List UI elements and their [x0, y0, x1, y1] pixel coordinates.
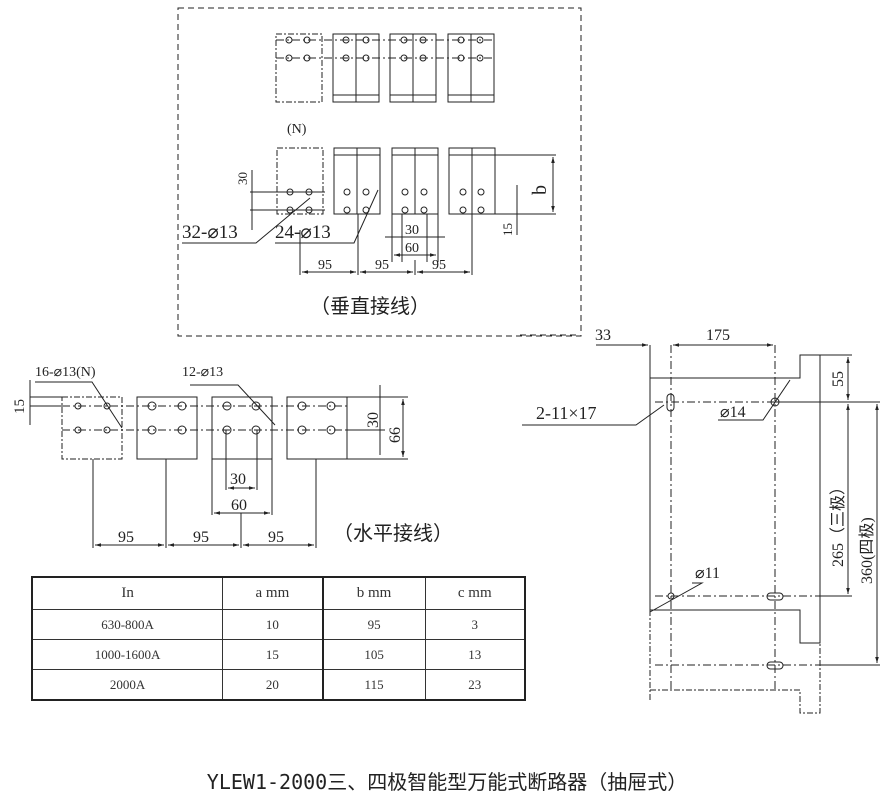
h-dim-30-bottom: 30	[230, 471, 246, 488]
cell: 20	[222, 669, 324, 701]
header-c: c mm	[424, 576, 526, 610]
vertical-wiring-label: （垂直接线）	[310, 295, 430, 318]
holes-n-label: 32-⌀13	[182, 222, 238, 243]
h-dim-66: 66	[387, 427, 404, 443]
h-pitch-3: 95	[268, 529, 284, 546]
hole-14-label: ⌀14	[720, 404, 746, 421]
h-holes-n-label: 16-⌀13(N)	[35, 365, 96, 380]
cell: 115	[321, 669, 426, 701]
hole-11-label: ⌀11	[695, 565, 720, 582]
bottom-terminals	[182, 147, 556, 275]
table-header-row: In a mm b mm c mm	[31, 576, 526, 610]
neutral-label: (N)	[287, 122, 307, 137]
pitch-3: 95	[432, 258, 446, 273]
h-pitch-2: 95	[193, 529, 209, 546]
cell: 1000-1600A	[31, 639, 224, 670]
table-row: 630-800A 10 95 3	[31, 609, 526, 640]
dim-30-left: 30	[235, 172, 250, 185]
table-row: 2000A 20 115 23	[31, 669, 526, 701]
dim-55: 55	[830, 371, 847, 387]
table-row: 1000-1600A 15 105 13	[31, 639, 526, 670]
cell: 3	[424, 609, 526, 640]
top-terminals	[275, 33, 495, 103]
cell: 95	[321, 609, 426, 640]
horizontal-terminals	[29, 380, 408, 548]
cell: 23	[424, 669, 526, 701]
horizontal-wiring-label: （水平接线）	[333, 522, 453, 545]
h-dim-15: 15	[12, 399, 28, 414]
cell: 630-800A	[31, 609, 224, 640]
dim-b: b	[529, 185, 551, 195]
pitch-1: 95	[318, 258, 332, 273]
h-pitch-1: 95	[118, 529, 134, 546]
h-dim-60: 60	[231, 497, 247, 514]
vertical-wiring-frame	[177, 7, 582, 337]
dim-360: 360(四极)	[858, 517, 876, 584]
cell: 15	[222, 639, 324, 670]
cell: 2000A	[31, 669, 224, 701]
header-in: In	[31, 576, 224, 610]
header-b: b mm	[321, 576, 426, 610]
holes-label: 24-⌀13	[275, 222, 331, 243]
header-a: a mm	[222, 576, 324, 610]
spec-table: In a mm b mm c mm 630-800A 10 95 3 1000-…	[31, 576, 526, 701]
dim-175: 175	[706, 327, 730, 344]
h-holes-label: 12-⌀13	[182, 365, 223, 380]
dim-33: 33	[595, 327, 611, 344]
cell: 10	[222, 609, 324, 640]
pitch-2: 95	[375, 258, 389, 273]
h-dim-30: 30	[365, 412, 382, 428]
dim-265: 265（三极）	[829, 479, 847, 567]
cell: 13	[424, 639, 526, 670]
dim-15: 15	[500, 223, 515, 236]
cell: 105	[321, 639, 426, 670]
mounting-plate	[520, 334, 880, 714]
dim-30: 30	[405, 223, 419, 238]
slot-label: 2-11×17	[536, 403, 596, 423]
dim-60: 60	[405, 241, 419, 256]
drawing-title: YLEW1-2000三、四极智能型万能式断路器（抽屉式）	[206, 770, 688, 794]
